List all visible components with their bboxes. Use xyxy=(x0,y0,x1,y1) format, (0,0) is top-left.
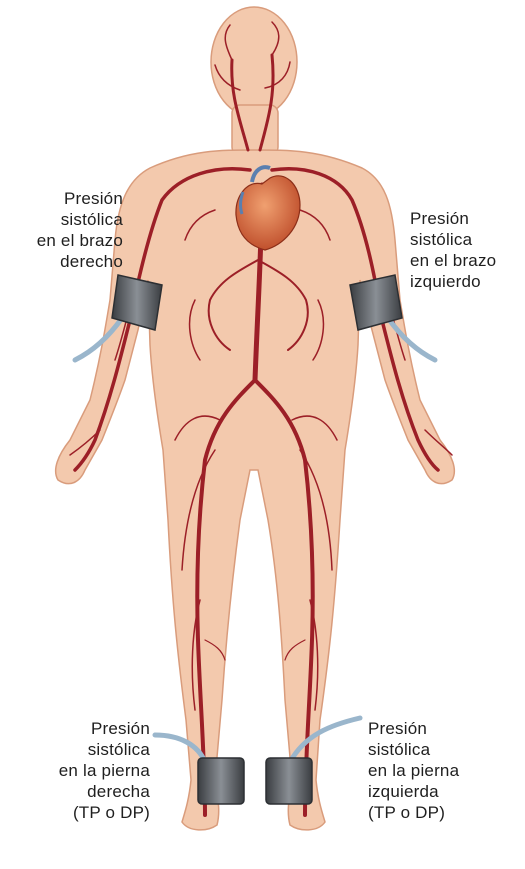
right-leg-pressure-label: Presión sistólica en la pierna derecha (… xyxy=(22,718,150,823)
right-arm-pressure-label: Presión sistólica en el brazo derecho xyxy=(8,188,123,272)
left-arm-pressure-label: Presión sistólica en el brazo izquierdo xyxy=(410,208,522,292)
left-leg-pressure-label: Presión sistólica en la pierna izquierda… xyxy=(368,718,498,823)
body-silhouette xyxy=(56,7,455,830)
